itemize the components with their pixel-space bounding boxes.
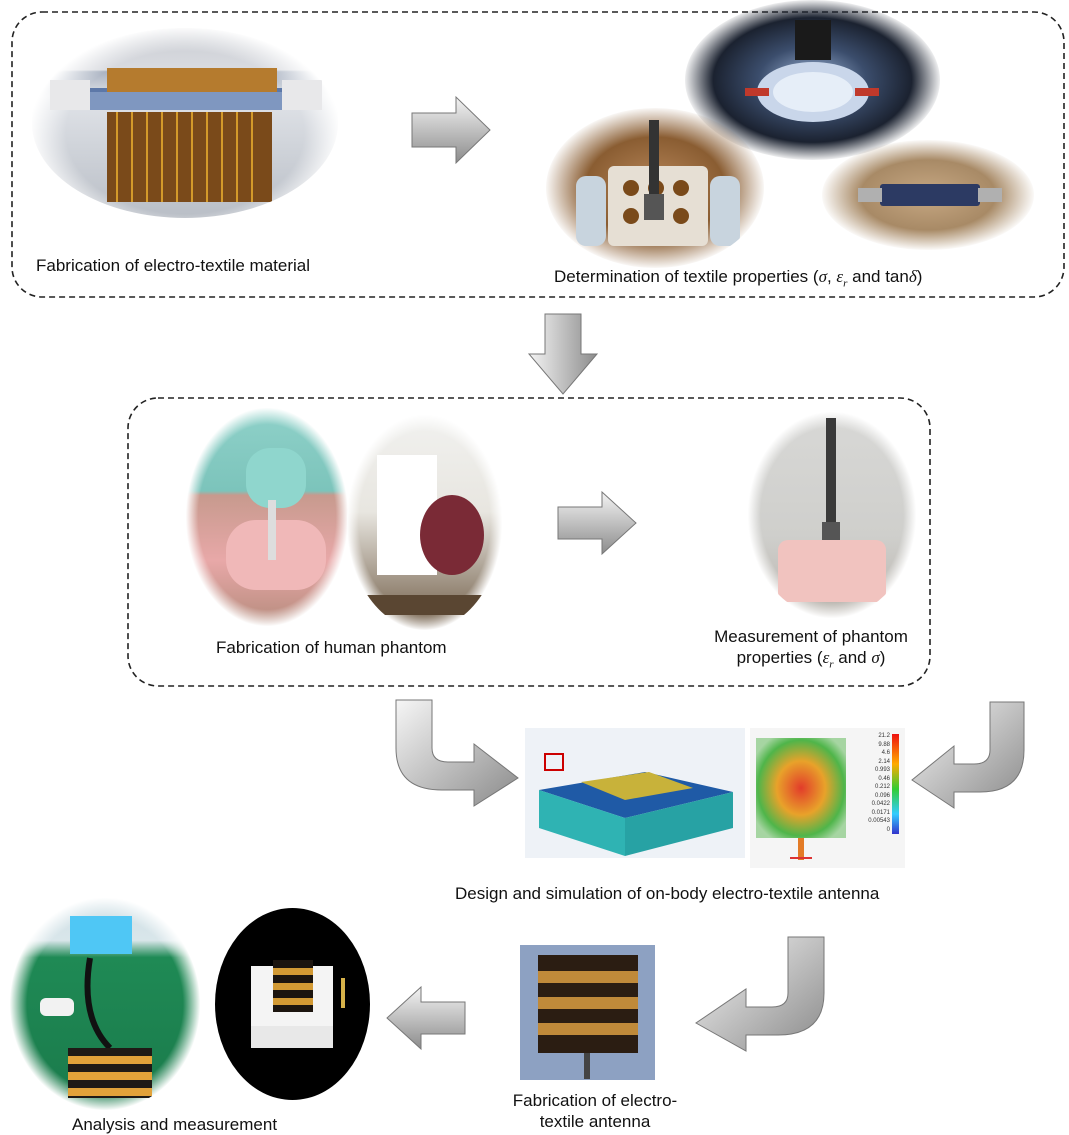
- sigma-symbol: σ: [818, 267, 827, 286]
- mold-illustration: [367, 455, 484, 615]
- fixture-illustration: [576, 120, 740, 246]
- field-plot-illustration: [756, 734, 899, 860]
- delta-symbol: δ: [908, 267, 917, 286]
- label-fabrication-material: Fabrication of electro-textile material: [36, 256, 311, 275]
- textile-properties-prefix: Determination of textile properties (: [554, 267, 819, 286]
- label-phantom-properties: Measurement of phantom properties (εr an…: [686, 626, 936, 675]
- antenna-model-illustration: [539, 753, 733, 856]
- epsilon-symbol: ε: [836, 267, 844, 286]
- loom-illustration: [50, 68, 322, 202]
- textile-properties-and: and tan: [847, 267, 909, 286]
- colorbar-gradient: [892, 734, 899, 834]
- vna-illustration: [40, 916, 152, 1098]
- phantom-probe-photo: [748, 412, 916, 618]
- fabricated-antenna-illustration: [538, 955, 638, 1079]
- label-analysis: Analysis and measurement: [72, 1115, 278, 1134]
- label-fabrication-antenna: Fabrication of electro- textile antenna: [512, 1091, 678, 1131]
- middle-group-frame: [127, 397, 931, 687]
- label-design-simulation: Design and simulation of on-body electro…: [455, 884, 880, 903]
- label-human-phantom: Fabrication of human phantom: [216, 638, 447, 657]
- phantom-illustration: [778, 418, 886, 602]
- textile-properties-suffix: ): [916, 267, 923, 286]
- fabricated-antenna-photo: [520, 945, 655, 1080]
- phantom-properties-line2: properties (εr and σ): [736, 648, 886, 671]
- phantom-properties-line1: Measurement of phantom: [714, 627, 908, 646]
- curved-arrow-left-into-sim: [395, 699, 519, 807]
- arrow-left-bottom: [386, 985, 466, 1051]
- arrow-right-top: [411, 95, 491, 165]
- antenna-on-phantom-photo: [215, 908, 370, 1100]
- mixer-illustration: [226, 448, 326, 590]
- warp-threads: [107, 68, 277, 202]
- epsilon-subscript: r: [843, 277, 848, 290]
- microscope-illustration: [745, 20, 879, 122]
- curved-arrow-right-into-sim: [911, 701, 1025, 809]
- fixture-probe-photo: [546, 108, 764, 268]
- connector-illustration: [858, 184, 1002, 206]
- antenna-on-phantom-illustration: [251, 960, 345, 1048]
- microscope-probe-photo: [685, 0, 940, 160]
- loom-photo: [32, 28, 338, 218]
- textile-properties-sep: ,: [826, 267, 837, 286]
- phantom-mold-photo: [347, 415, 502, 630]
- arrow-right-middle: [557, 490, 637, 556]
- arrow-down-1: [527, 313, 599, 395]
- mixer-photo: [186, 408, 348, 626]
- vna-measurement-photo: [10, 898, 200, 1110]
- waveguide-connector-photo: [822, 140, 1034, 250]
- top-group-frame: [11, 11, 1065, 298]
- curved-arrow-into-fab-antenna: [695, 936, 825, 1052]
- antenna-model-render: [525, 728, 745, 858]
- label-textile-properties: Determination of textile properties (σ, …: [554, 266, 922, 294]
